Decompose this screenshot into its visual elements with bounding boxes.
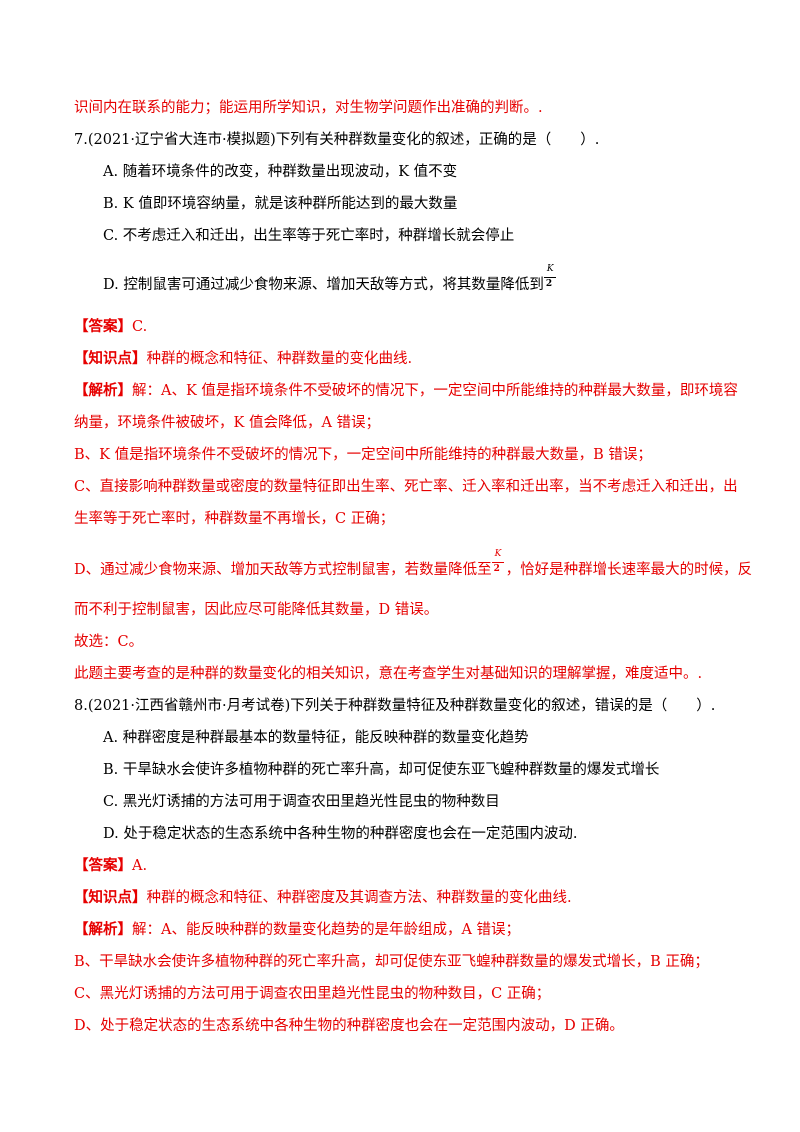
q8-option-c: C. 黑光灯诱捕的方法可用于调查农田里趋光性昆虫的物种数目 bbox=[103, 794, 500, 810]
fraction-denominator: 2 bbox=[493, 564, 500, 574]
fraction-bar bbox=[543, 277, 556, 278]
fraction-numerator: K bbox=[546, 264, 554, 274]
q7-analysis-line-5: 生率等于死亡率时，种群数量不再增长，C 正确； bbox=[74, 511, 395, 527]
q7-answer: 【答案】C. bbox=[74, 317, 800, 337]
q7-option-b: B. K 值即环境容纳量，就是该种群所能达到的最大数量 bbox=[103, 196, 458, 212]
q7-knowledge: 【知识点】种群的概念和特征、种群数量的变化曲线. bbox=[74, 349, 800, 369]
analysis-text: 解：A、K 值是指环境条件不受破坏的情况下，一定空间中所能维持的种群最大数量，即… bbox=[132, 383, 738, 399]
answer-value: C. bbox=[132, 319, 148, 335]
q7-stem: 7.(2021·辽宁省大连市·模拟题)下列有关种群数量变化的叙述，正确的是（ ）… bbox=[74, 132, 600, 148]
q8-answer: 【答案】A. bbox=[74, 856, 800, 876]
header-line: 识间内在联系的能力；能运用所学知识，对生物学问题作出准确的判断。. bbox=[74, 100, 543, 116]
q8-stem: 8.(2021·江西省赣州市·月考试卷)下列关于种群数量特征及种群数量变化的叙述… bbox=[74, 698, 716, 714]
analysis-6-end: ，恰好是种群增长速率最大的时候，反 bbox=[505, 562, 753, 578]
analysis-6-start: D、通过减少食物来源、增加天敌等方式控制鼠害，若数量降低至 bbox=[74, 562, 492, 578]
analysis-tag: 【解析】 bbox=[74, 382, 132, 399]
knowledge-tag: 【知识点】 bbox=[74, 350, 147, 367]
q8-option-a: A. 种群密度是种群最基本的数量特征，能反映种群的数量变化趋势 bbox=[103, 730, 529, 746]
answer-tag: 【答案】 bbox=[74, 318, 132, 335]
q8-analysis-line-3: C、黑光灯诱捕的方法可用于调查农田里趋光性昆虫的物种数目，C 正确； bbox=[74, 986, 551, 1002]
knowledge-tag: 【知识点】 bbox=[74, 889, 147, 906]
q7-analysis-line-4: C、直接影响种群数量或密度的数量特征即出生率、死亡率、迁入率和迁出率，当不考虑迁… bbox=[74, 479, 738, 495]
q7-analysis-line-3: B、K 值是指环境条件不受破坏的情况下，一定空间中所能维持的种群最大数量，B 错… bbox=[74, 447, 652, 463]
q8-analysis-line-4: D、处于稳定状态的生态系统中各种生物的种群密度也会在一定范围内波动，D 正确。 bbox=[74, 1018, 624, 1034]
q8-analysis-line-1: 【解析】解：A、能反映种群的数量变化趋势的是年龄组成，A 错误； bbox=[74, 920, 800, 940]
answer-value: A. bbox=[132, 858, 148, 874]
knowledge-value: 种群的概念和特征、种群密度及其调查方法、种群数量的变化曲线. bbox=[146, 890, 572, 906]
analysis-tag: 【解析】 bbox=[74, 921, 132, 938]
q7-analysis-line-7: 而不利于控制鼠害，因此应尽可能降低其数量，D 错误。 bbox=[74, 602, 439, 618]
q7-option-d-text: D. 控制鼠害可通过减少食物来源、增加天敌等方式，将其数量降低到 bbox=[103, 277, 544, 293]
q8-option-b: B. 干旱缺水会使许多植物种群的死亡率升高，却可促使东亚飞蝗种群数量的爆发式增长 bbox=[103, 762, 660, 778]
fraction-denominator: 2 bbox=[545, 279, 553, 289]
q7-summary: 此题主要考查的是种群的数量变化的相关知识，意在考查学生对基础知识的理解掌握，难度… bbox=[74, 666, 703, 682]
fraction-bar bbox=[491, 562, 504, 563]
q7-choose: 故选：C。 bbox=[74, 634, 144, 650]
q7-option-a: A. 随着环境条件的改变，种群数量出现波动，K 值不变 bbox=[103, 164, 458, 180]
analysis-text: 解：A、能反映种群的数量变化趋势的是年龄组成，A 错误； bbox=[132, 922, 521, 938]
knowledge-value: 种群的概念和特征、种群数量的变化曲线. bbox=[146, 351, 413, 367]
q8-knowledge: 【知识点】种群的概念和特征、种群密度及其调查方法、种群数量的变化曲线. bbox=[74, 888, 800, 908]
fraction-numerator: K bbox=[494, 549, 502, 559]
q7-analysis-line-1: 【解析】解：A、K 值是指环境条件不受破坏的情况下，一定空间中所能维持的种群最大… bbox=[74, 381, 800, 401]
q7-analysis-line-2: 纳量，环境条件被破坏，K 值会降低，A 错误； bbox=[74, 415, 381, 431]
q8-analysis-line-2: B、干旱缺水会使许多植物种群的死亡率升高，却可促使东亚飞蝗种群数量的爆发式增长，… bbox=[74, 954, 709, 970]
q7-option-c: C. 不考虑迁入和迁出，出生率等于死亡率时，种群增长就会停止 bbox=[103, 228, 515, 244]
q8-option-d: D. 处于稳定状态的生态系统中各种生物的种群密度也会在一定范围内波动. bbox=[103, 826, 578, 842]
answer-tag: 【答案】 bbox=[74, 857, 132, 874]
